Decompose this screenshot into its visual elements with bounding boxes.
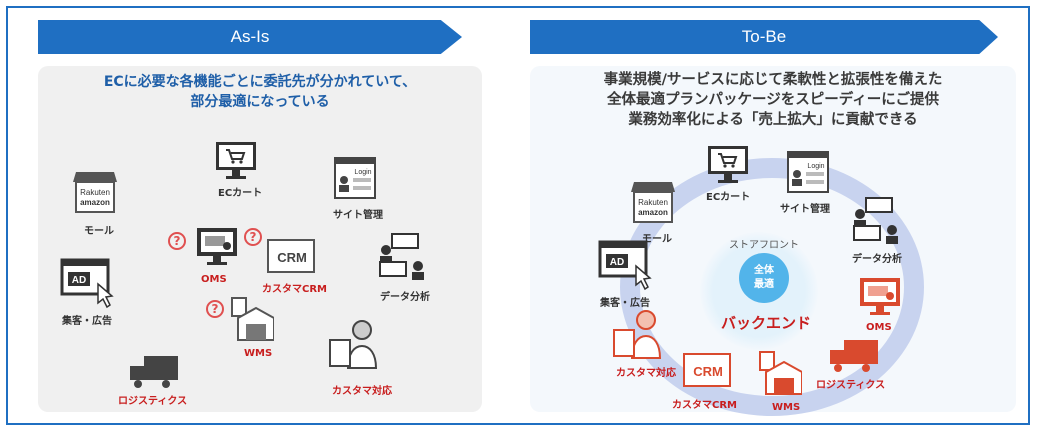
tobe-label-logistics: ロジスティクス bbox=[816, 380, 886, 391]
optimization-core: 全体 最適 bbox=[739, 253, 789, 303]
ad-screen-icon: AD bbox=[598, 240, 652, 291]
tobe-label-customer-support: カスタマ対応 bbox=[616, 368, 676, 379]
storefront-label: ストアフロント bbox=[729, 240, 799, 251]
asis-label-site-mgmt: サイト管理 bbox=[333, 210, 383, 221]
mall-amazon-text: amazon bbox=[638, 208, 668, 217]
mall-storefront-icon: Rakuten amazon bbox=[73, 172, 117, 213]
tobe-label-ec-cart: ECカート bbox=[706, 192, 751, 203]
asis-banner: As-Is bbox=[38, 20, 462, 54]
mall-storefront-icon: Rakuten amazon bbox=[631, 182, 675, 223]
crm-text: CRM bbox=[277, 250, 307, 265]
asis-label-wms: WMS bbox=[244, 348, 273, 359]
question-icon: ? bbox=[168, 232, 186, 250]
crm-document-icon: CRM bbox=[683, 353, 731, 387]
question-icon: ? bbox=[206, 300, 224, 318]
ad-text: AD bbox=[72, 275, 86, 286]
crm-document-icon: CRM bbox=[267, 239, 315, 273]
truck-icon bbox=[130, 356, 178, 388]
mall-rakuten-text: Rakuten bbox=[80, 188, 110, 197]
tobe-label-mall: モール bbox=[642, 234, 672, 245]
asis-label-data-analysis: データ分析 bbox=[380, 292, 430, 303]
tobe-label-site-mgmt: サイト管理 bbox=[780, 204, 830, 215]
tobe-headline-line1: 事業規模/サービスに応じて柔軟性と拡張性を備えた bbox=[603, 72, 943, 88]
site-login-text: Login bbox=[807, 163, 824, 170]
ec-cart-monitor-icon bbox=[216, 142, 256, 179]
asis-label-ec-cart: ECカート bbox=[218, 188, 263, 199]
asis-headline: ECに必要な各機能ごとに委託先が分かれていて、 部分最適になっている bbox=[38, 72, 482, 112]
tobe-headline-line3: 業務効率化による「売上拡大」に貢献できる bbox=[628, 112, 918, 128]
asis-headline-line2: 部分最適になっている bbox=[190, 94, 330, 110]
asis-label-oms: OMS bbox=[201, 274, 227, 285]
oms-monitor-icon bbox=[197, 228, 237, 265]
asis-headline-line1: ECに必要な各機能ごとに委託先が分かれていて、 bbox=[103, 74, 417, 90]
tobe-banner: To-Be bbox=[530, 20, 998, 54]
crm-text: CRM bbox=[693, 364, 723, 379]
tobe-headline: 事業規模/サービスに応じて柔軟性と拡張性を備えた 全体最適プランパッケージをスピ… bbox=[530, 70, 1016, 130]
asis-label-crm: カスタマCRM bbox=[262, 284, 327, 295]
tobe-label-ads: 集客・広告 bbox=[600, 298, 650, 309]
data-analysis-people-icon bbox=[379, 233, 424, 280]
truck-icon bbox=[830, 340, 878, 372]
data-analysis-people-icon bbox=[853, 197, 898, 244]
oms-monitor-icon bbox=[860, 278, 900, 315]
wms-warehouse-icon bbox=[231, 297, 274, 341]
question-icon: ? bbox=[244, 228, 262, 246]
wms-warehouse-icon bbox=[759, 351, 802, 395]
tobe-headline-line2: 全体最適プランパッケージをスピーディーにご提供 bbox=[607, 92, 939, 108]
asis-label-logistics: ロジスティクス bbox=[118, 396, 188, 407]
asis-label-ads: 集客・広告 bbox=[62, 316, 112, 327]
ec-cart-monitor-icon bbox=[708, 146, 748, 183]
mall-rakuten-text: Rakuten bbox=[638, 198, 668, 207]
site-login-icon: Login bbox=[334, 157, 376, 199]
core-line1: 全体 bbox=[754, 265, 774, 276]
asis-label-customer-support: カスタマ対応 bbox=[332, 386, 392, 397]
tobe-label-data-analysis: データ分析 bbox=[852, 254, 902, 265]
mall-amazon-text: amazon bbox=[80, 198, 110, 207]
ad-screen-icon: AD bbox=[60, 258, 114, 309]
ad-text: AD bbox=[610, 257, 624, 268]
customer-support-icon bbox=[613, 310, 662, 359]
core-line2: 最適 bbox=[754, 279, 774, 290]
site-login-text: Login bbox=[354, 169, 371, 176]
customer-support-icon bbox=[329, 320, 378, 369]
asis-label-mall: モール bbox=[84, 226, 114, 237]
tobe-label-wms: WMS bbox=[772, 402, 801, 413]
tobe-label-crm: カスタマCRM bbox=[672, 400, 737, 411]
tobe-label-oms: OMS bbox=[866, 322, 892, 333]
site-login-icon: Login bbox=[787, 151, 829, 193]
backend-label: バックエンド bbox=[720, 314, 811, 332]
